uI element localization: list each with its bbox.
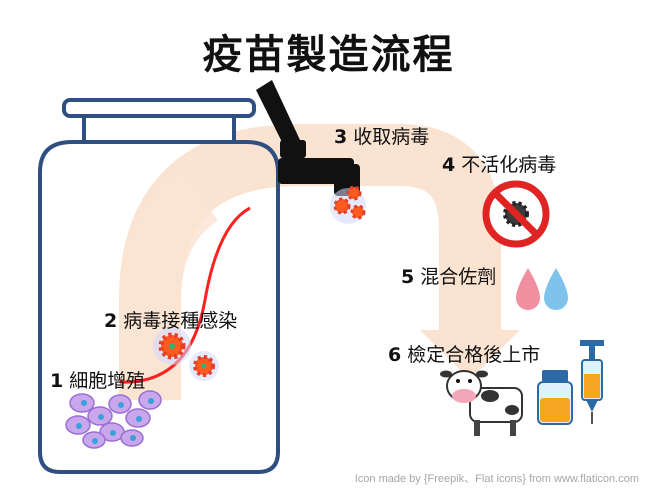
cell-cluster-icon xyxy=(66,391,161,448)
step-2-label: 病毒接種感染 xyxy=(123,310,237,332)
syringe-icon xyxy=(580,340,604,424)
prohibit-virus-icon xyxy=(486,184,546,244)
step-1-label: 細胞增殖 xyxy=(69,370,145,392)
step-1-number: 1 xyxy=(50,370,63,392)
step-6-label: 檢定合格後上市 xyxy=(407,344,540,366)
vial-icon xyxy=(538,370,572,424)
step-2: 2 病毒接種感染 xyxy=(104,306,237,333)
cow-icon xyxy=(440,371,522,437)
step-4: 4 不活化病毒 xyxy=(442,150,556,177)
step-4-number: 4 xyxy=(442,154,455,176)
step-6-number: 6 xyxy=(388,344,401,366)
adjuvant-drops-icon xyxy=(516,268,568,310)
attribution-credit: Icon made by {Freepik、Flat icons} from w… xyxy=(355,470,639,486)
step-3-label: 收取病毒 xyxy=(353,126,429,148)
page-title: 疫苗製造流程 xyxy=(0,22,657,80)
step-3: 3 收取病毒 xyxy=(334,122,429,149)
step-1: 1 細胞增殖 xyxy=(50,366,145,393)
step-6: 6 檢定合格後上市 xyxy=(388,340,540,367)
step-5-number: 5 xyxy=(401,266,414,288)
virus-icon xyxy=(189,351,219,381)
step-5: 5 混合佐劑 xyxy=(401,262,496,289)
step-3-number: 3 xyxy=(334,126,347,148)
step-2-number: 2 xyxy=(104,310,117,332)
step-4-label: 不活化病毒 xyxy=(461,154,556,176)
step-5-label: 混合佐劑 xyxy=(420,266,496,288)
